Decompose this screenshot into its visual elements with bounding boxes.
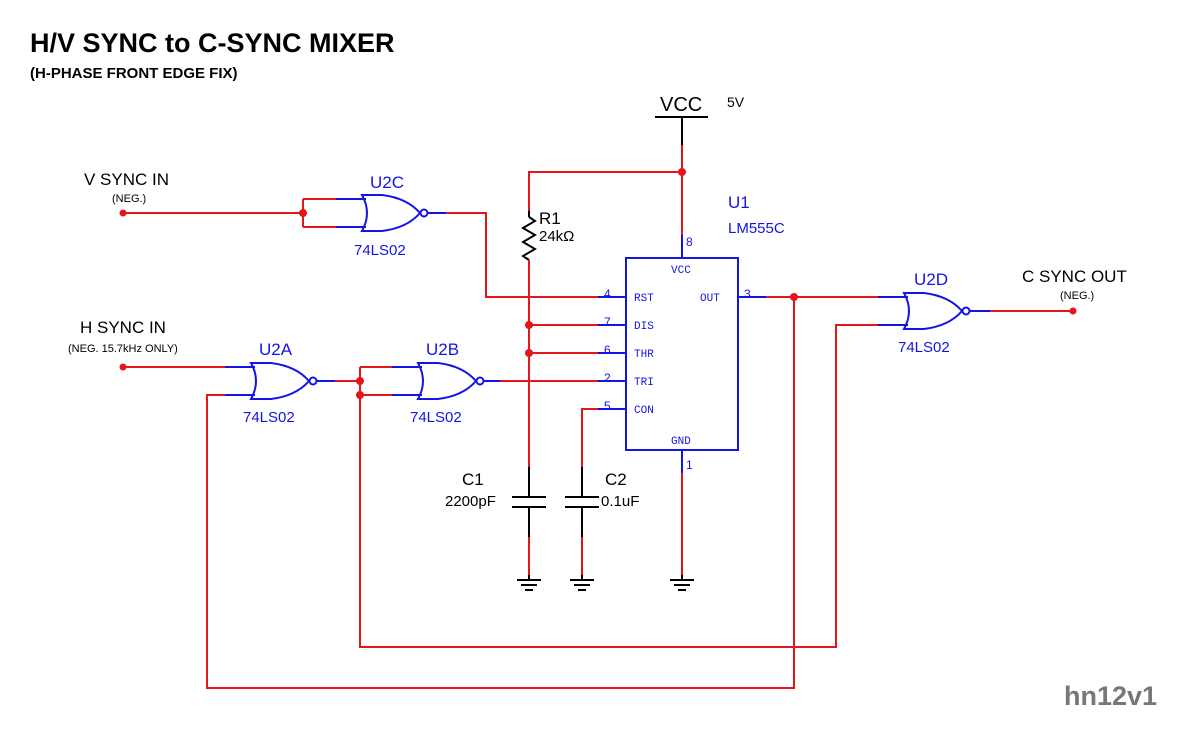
r1-ref: R1 [539,209,561,228]
pin-num-7: 7 [604,315,611,329]
ground-icon [670,575,694,591]
pin-num-5: 5 [604,399,611,413]
pin-name-thr: THR [634,349,654,361]
ground-icon [517,575,541,591]
vcc-supply-symbol [655,116,708,172]
u2c-to-rst-wire [446,212,598,298]
u1-part: LM555C [728,220,785,237]
vcc-label: VCC [660,94,702,116]
u2a-ref: U2A [259,340,293,359]
pin-num-6: 6 [604,343,611,357]
r1-resistor [521,211,537,325]
c2-value: 0.1uF [601,493,639,510]
u2d-part: 74LS02 [898,339,950,356]
rc-node-net [528,324,598,467]
pin-num-4: 4 [604,287,611,301]
u2b-nor-gate [392,362,500,400]
vcc-junction [678,168,686,176]
page-title: H/V SYNC to C-SYNC MIXER [30,28,395,58]
u2c-nor-gate [336,194,446,232]
u2d-input-wire [359,324,878,648]
u2a-feedback-wire [206,297,795,689]
pin-name-tri: TRI [634,377,654,389]
dis-junction [525,321,533,329]
csync-out-terminal [1069,307,1077,315]
u2b-ref: U2B [426,340,459,359]
pin-name-vcc: VCC [671,265,691,277]
c2-capacitor [565,467,599,575]
vsync-junction [299,209,307,217]
u2a-out-junction [356,377,364,385]
u1-ref: U1 [728,193,750,212]
c1-capacitor [512,467,546,575]
u2c-ref: U2C [370,173,404,192]
pin-name-dis: DIS [634,321,654,333]
u2c-part: 74LS02 [354,242,406,259]
lm555-pin-stubs [598,235,766,473]
hsync-label: H SYNC IN [80,318,166,337]
u2a-part: 74LS02 [243,409,295,426]
pin-name-rst: RST [634,293,654,305]
hsync-note: (NEG. 15.7kHz ONLY) [68,343,178,355]
c1-ref: C1 [462,470,484,489]
c1-value: 2200pF [445,493,496,510]
pin-num-8: 8 [686,235,693,249]
ground-icon [570,575,594,591]
vsync-label: V SYNC IN [84,170,169,189]
pin-name-out: OUT [700,293,720,305]
con-to-c2-wire [581,408,598,467]
pin-name-gnd: GND [671,436,691,448]
csync-note: (NEG.) [1060,290,1094,302]
u2d-nor-gate [878,292,990,330]
c2-ref: C2 [605,470,627,489]
u2b-part: 74LS02 [410,409,462,426]
pin-name-con: CON [634,405,654,417]
pin-num-3: 3 [744,287,751,301]
pin-num-2: 2 [604,371,611,385]
page-subtitle: (H-PHASE FRONT EDGE FIX) [30,65,238,82]
vcc-voltage: 5V [727,94,745,110]
csync-label: C SYNC OUT [1022,267,1127,286]
thr-junction [525,349,533,357]
r1-value: 24kΩ [539,228,574,245]
watermark: hn12v1 [1064,681,1157,711]
u2d-ref: U2D [914,270,948,289]
vsync-note: (NEG.) [112,193,146,205]
u2a-nor-gate [225,362,335,400]
pin-num-1: 1 [686,458,693,472]
